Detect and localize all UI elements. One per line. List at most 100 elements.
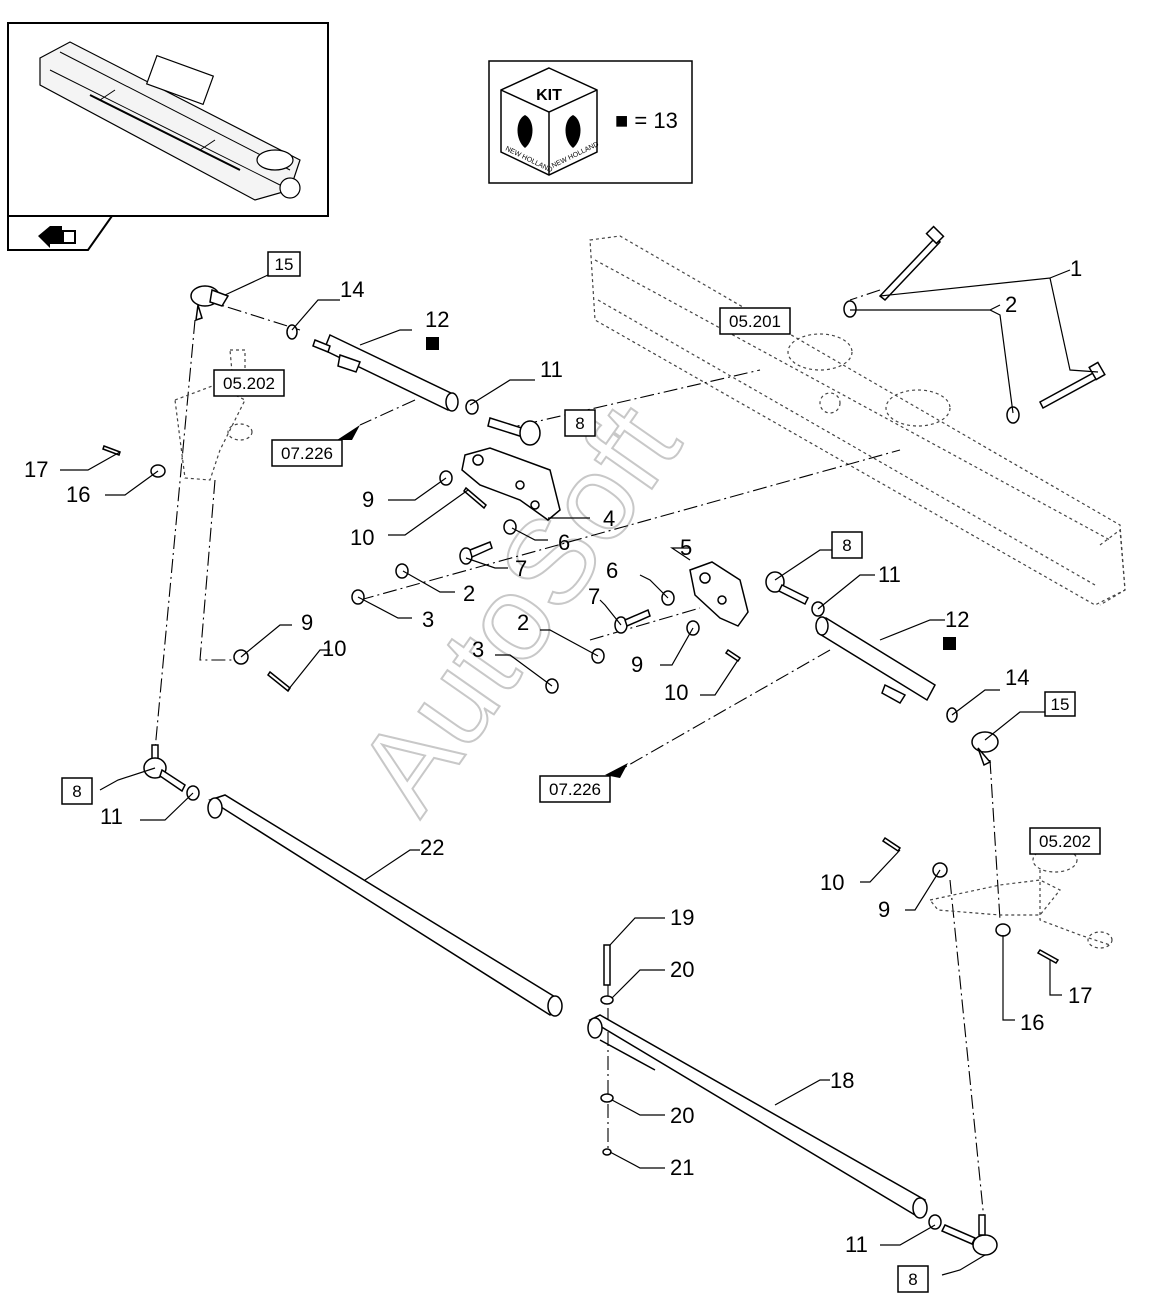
callout-11: 11 [845,1232,868,1257]
kit-marker-upper [426,337,439,350]
svg-text:07.226: 07.226 [281,444,333,463]
callout-11: 11 [540,357,563,382]
callout-10: 10 [664,680,688,705]
callout-3: 3 [422,607,434,632]
assembly-chain-lines [154,289,1001,1231]
callout-14: 14 [1005,665,1029,690]
bracket-plate-part-5 [689,561,749,627]
svg-text:8: 8 [575,414,584,433]
callout-20: 20 [670,1103,694,1128]
nut-part-21 [602,1148,612,1156]
tie-rod-end-part-8-right [765,571,810,606]
ref-box-07226-lower[interactable]: 07.226 [539,775,611,803]
ref-box-15-right[interactable]: 15 [1044,691,1076,717]
bolt-part-1-lower [1039,361,1106,410]
return-arrow-icon[interactable] [38,226,76,248]
ball-joint-part-15-right [971,731,999,767]
callout-5: 5 [680,535,692,560]
washer-part-2-mid [395,563,409,579]
pin-part-17-left [102,445,121,456]
ref-box-07226-upper[interactable]: 07.226 [271,439,343,467]
callout-10: 10 [322,636,346,661]
kit-label: KIT [536,87,562,104]
thumbnail-panel [7,22,329,251]
svg-text:8: 8 [842,536,851,555]
pin-part-17-right [1036,949,1060,964]
callout-9: 9 [362,487,374,512]
kit-cube-icon: KIT NEW HOLLAND NEW HOLLAND [500,67,600,176]
washer-part-2-lower [1006,406,1020,424]
callout-numbers: 1 2 14 12 11 17 16 9 10 4 6 7 2 3 5 11 1… [24,256,1092,1257]
tie-rod-tube-part-18 [587,1014,928,1219]
pin-part-10-mid [724,648,742,663]
ref-box-8-bottom[interactable]: 8 [897,1265,929,1293]
axle-thumbnail-image [39,41,301,201]
tie-rod-end-part-8-left [143,744,186,793]
reference-arrows [337,425,628,778]
washer-part-14-left [286,324,298,340]
washer-part-6-upper [503,519,517,535]
callout-6: 6 [558,530,570,555]
ref-box-05201[interactable]: 05.201 [719,307,791,335]
callout-2: 2 [517,610,529,635]
svg-text:15: 15 [275,255,294,274]
bolt-part-7-upper [459,541,493,565]
leader-lines [60,269,1099,1276]
callout-2: 2 [463,581,475,606]
bolt-part-1-upper [878,225,945,302]
callout-4: 4 [603,506,615,531]
tie-rod-tube-part-22 [207,794,563,1017]
pin-part-10-right [881,836,902,853]
callout-9: 9 [301,610,313,635]
callout-9: 9 [631,652,643,677]
washer-part-20-upper [600,995,614,1005]
callout-17: 17 [24,457,48,482]
callout-11: 11 [100,804,123,829]
callout-20: 20 [670,957,694,982]
ball-joint-part-15-left [190,285,230,322]
ref-box-8-right[interactable]: 8 [831,531,863,559]
callout-10: 10 [350,525,374,550]
nut-part-11-bottom [928,1214,942,1230]
ref-box-8-upper-mid[interactable]: 8 [564,409,596,437]
kit-legend: ■ = 13 [615,108,678,133]
callout-12: 12 [425,307,449,332]
ref-box-15-top[interactable]: 15 [267,251,301,277]
nut-part-16-right [995,923,1011,937]
callout-6: 6 [606,558,618,583]
bolt-part-7-lower [614,608,651,634]
tie-rod-end-part-8-upper [487,417,541,446]
kit-marker-lower [943,637,956,650]
callout-12: 12 [945,607,969,632]
callout-1: 1 [1070,256,1082,281]
callout-10: 10 [820,870,844,895]
ref-box-05202-right[interactable]: 05.202 [1029,827,1101,855]
svg-text:05.202: 05.202 [1039,832,1091,851]
bolt-part-19 [603,944,611,986]
bracket-plate-part-4 [461,447,561,521]
callout-18: 18 [830,1068,854,1093]
svg-text:15: 15 [1051,695,1070,714]
ref-box-8-left[interactable]: 8 [61,777,93,805]
callout-16: 16 [1020,1010,1044,1035]
axle-beam-ghost [589,235,1126,606]
callout-21: 21 [670,1155,694,1180]
spindle-arm-right [928,847,1113,949]
kit-panel: KIT NEW HOLLAND NEW HOLLAND ■ = 13 [488,60,693,184]
callout-3: 3 [472,637,484,662]
callout-2: 2 [1005,292,1017,317]
svg-text:8: 8 [908,1270,917,1289]
ref-box-05202-left[interactable]: 05.202 [213,369,285,397]
callout-17: 17 [1068,983,1092,1008]
washer-part-2-upper [843,300,857,318]
watermark: AutoSoft [332,381,706,835]
tie-rod-end-part-8-bottom [940,1214,998,1256]
callout-14: 14 [340,277,364,302]
steering-cylinder-part-12-left [312,333,459,412]
callout-19: 19 [670,905,694,930]
pin-part-10-left-lower [266,670,292,693]
steering-cylinder-part-12-right [815,616,936,705]
callout-7: 7 [515,556,527,581]
callout-9: 9 [878,897,890,922]
